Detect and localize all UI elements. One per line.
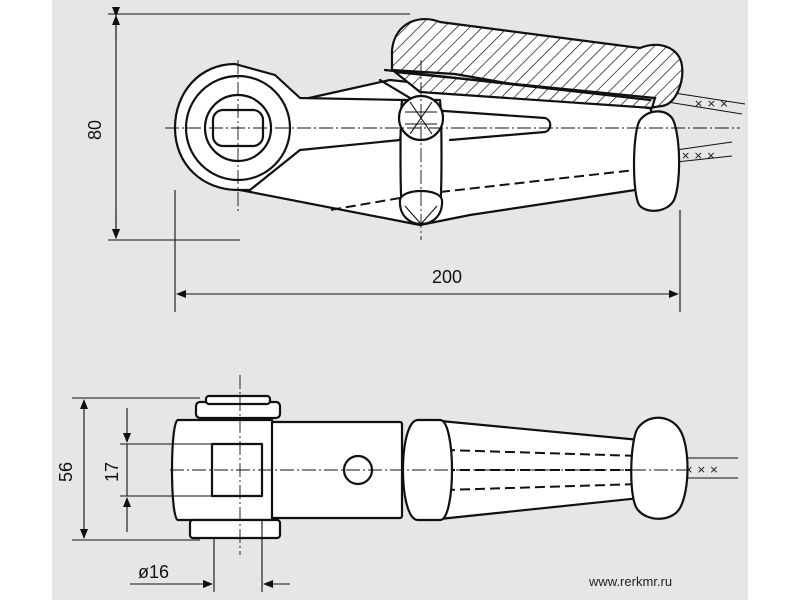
dimension-56-label: 56 [56, 462, 76, 482]
housing-section-hatched [390, 17, 684, 110]
dimension-d16-label: ø16 [138, 562, 169, 582]
pin-lower-washer [188, 518, 282, 540]
dimension-80-label: 80 [85, 120, 105, 140]
dimension-pin-diameter: ø16 [130, 520, 290, 592]
wedge-section-hatched [391, 70, 657, 110]
svg-text:× × ×: × × × [681, 149, 716, 162]
dimension-length-200: 200 [174, 190, 681, 312]
top-view: × × × × × × [85, 7, 746, 312]
dimension-slot-17: 17 [102, 408, 214, 532]
watermark-text: www.rerkmr.ru [588, 574, 672, 589]
housing-end-bulb [632, 110, 681, 212]
dimension-17-label: 17 [102, 462, 122, 482]
pin-head-top [204, 394, 272, 406]
dimension-height-80: 80 [85, 7, 410, 241]
bottom-view: × × × [56, 375, 738, 592]
housing-collar [401, 418, 454, 522]
bolt-lower-end [398, 189, 444, 225]
dimension-200-label: 200 [432, 267, 462, 287]
housing-end-bulb-side [630, 416, 689, 520]
cable-lower: × × × [675, 141, 733, 163]
svg-text:× × ×: × × × [694, 97, 729, 110]
svg-text:× × ×: × × × [684, 463, 719, 476]
dimension-height-56: 56 [56, 397, 200, 541]
